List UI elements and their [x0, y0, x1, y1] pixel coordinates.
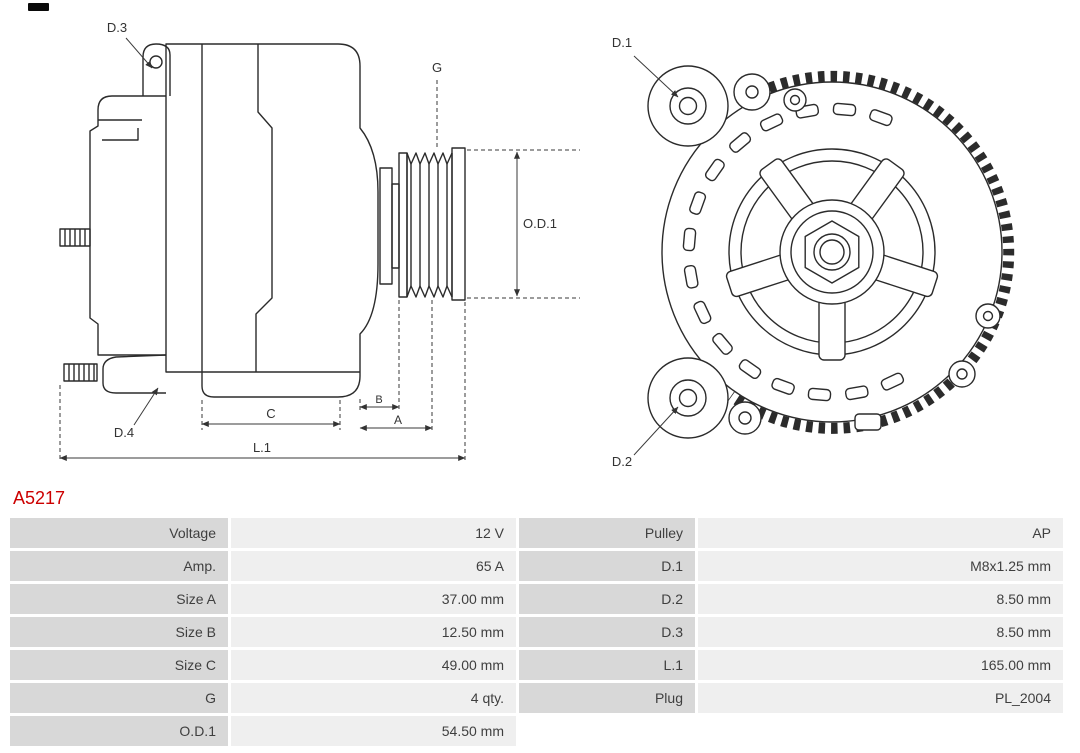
dim-label-d4: D.4	[114, 425, 134, 440]
spec-value: 8.50 mm	[698, 584, 1063, 614]
spec-value: 37.00 mm	[231, 584, 516, 614]
spec-label: Amp.	[10, 551, 228, 581]
technical-diagram: D.3 G O.D.1 D.4 C B A L.1	[59, 20, 1015, 469]
spec-value: 4 qty.	[231, 683, 516, 713]
dim-label-d3: D.3	[107, 20, 127, 35]
pulley	[398, 147, 466, 301]
vent-slots	[682, 102, 905, 402]
alternator-side-view	[59, 43, 466, 398]
mounting-ear-top	[647, 65, 729, 147]
spec-value: 12.50 mm	[231, 617, 516, 647]
spec-label: O.D.1	[10, 716, 228, 746]
spec-empty	[519, 716, 695, 746]
spec-label: Size C	[10, 650, 228, 680]
shaft-nut	[804, 220, 860, 284]
terminal-stud-lower	[63, 363, 98, 382]
spec-label: D.1	[519, 551, 695, 581]
terminal-stud-upper	[59, 228, 91, 247]
spec-label: D.2	[519, 584, 695, 614]
spec-label: G	[10, 683, 228, 713]
dim-label-b: B	[375, 394, 382, 406]
dim-label-g: G	[432, 60, 442, 75]
spec-value: 165.00 mm	[698, 650, 1063, 680]
part-number: A5217	[13, 488, 66, 508]
pulley-front	[725, 148, 939, 361]
dim-label-c: C	[266, 406, 275, 421]
spec-label: L.1	[519, 650, 695, 680]
spec-value: 49.00 mm	[231, 650, 516, 680]
logo-fragment	[28, 3, 49, 11]
dim-label-l1: L.1	[253, 440, 271, 455]
small-bosses	[728, 73, 1001, 435]
alternator-front-view	[647, 65, 1015, 439]
dim-label-d2: D.2	[612, 454, 632, 469]
spec-value: AP	[698, 518, 1063, 548]
spec-value: 65 A	[231, 551, 516, 581]
main-body	[165, 43, 379, 398]
bottom-lug	[102, 354, 167, 394]
spec-label: Pulley	[519, 518, 695, 548]
spec-empty	[698, 716, 1063, 746]
spec-label: Plug	[519, 683, 695, 713]
spec-label: D.3	[519, 617, 695, 647]
spec-label: Voltage	[10, 518, 228, 548]
spec-value: PL_2004	[698, 683, 1063, 713]
spec-label: Size B	[10, 617, 228, 647]
front-view-dimensions	[633, 55, 679, 456]
dim-label-d1: D.1	[612, 35, 632, 50]
rear-housing	[89, 95, 166, 356]
spec-value: M8x1.25 mm	[698, 551, 1063, 581]
spec-label: Size A	[10, 584, 228, 614]
spec-value: 54.50 mm	[231, 716, 516, 746]
side-view-dimensions	[59, 37, 580, 462]
dim-label-a: A	[394, 413, 402, 427]
teeth-ring	[727, 70, 1015, 434]
spec-value: 8.50 mm	[698, 617, 1063, 647]
spec-table: Voltage 12 V Pulley AP Amp. 65 A D.1 M8x…	[10, 518, 1063, 746]
dim-label-od1: O.D.1	[523, 216, 557, 231]
spec-value: 12 V	[231, 518, 516, 548]
